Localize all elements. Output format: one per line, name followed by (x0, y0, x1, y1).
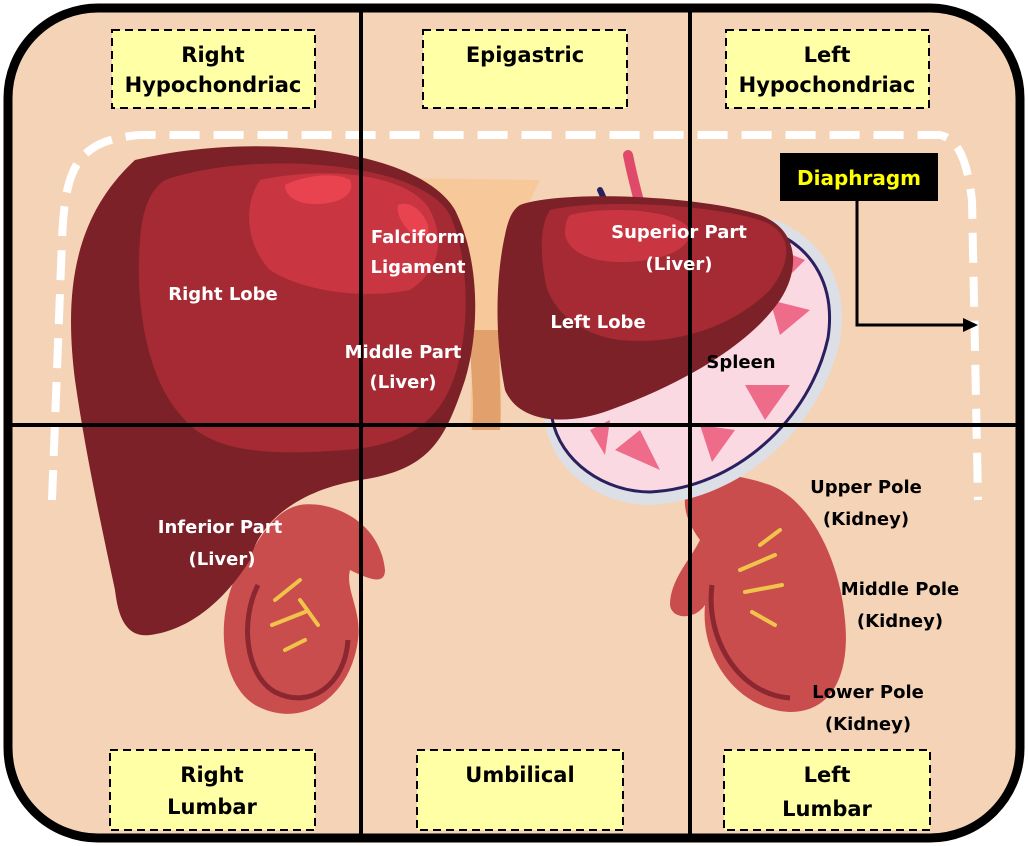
label-middle-pole-line-1: Middle Pole (841, 579, 959, 600)
region-text-line-1: Right (181, 43, 244, 67)
region-label-right-lumbar: Right Lumbar (110, 750, 315, 830)
region-text-line-2: Lumbar (167, 795, 257, 819)
label-inferior-part-line-2: (Liver) (189, 549, 256, 570)
label-superior-part-line-1: Superior Part (611, 222, 747, 243)
label-left-lobe: Left Lobe (550, 312, 645, 333)
region-text-line-1: Left (804, 763, 851, 787)
label-falciform-line-2: Ligament (370, 257, 465, 278)
region-text-line-1: Right (180, 763, 243, 787)
region-label-epigastric: Epigastric (423, 30, 627, 108)
region-text-line-2: Hypochondriac (739, 73, 916, 97)
label-middle-pole-line-2: (Kidney) (857, 611, 943, 632)
region-label-left-lumbar: Left Lumbar (724, 750, 930, 830)
region-label-left-hypochondriac: Left Hypochondriac (726, 30, 929, 108)
label-upper-pole-line-2: (Kidney) (823, 509, 909, 530)
label-superior-part-line-2: (Liver) (646, 254, 713, 275)
label-middle-part-line-2: (Liver) (370, 372, 437, 393)
label-falciform-line-1: Falciform (371, 227, 465, 248)
label-lower-pole-line-1: Lower Pole (812, 682, 924, 703)
region-text-line-1: Epigastric (466, 43, 584, 67)
region-label-right-hypochondriac: Right Hypochondriac (112, 30, 315, 108)
label-lower-pole-line-2: (Kidney) (825, 714, 911, 735)
region-text-line-2: Lumbar (782, 797, 872, 821)
region-text-line-2: Hypochondriac (125, 73, 302, 97)
diaphragm-text: Diaphragm (797, 166, 921, 190)
region-text-line-1: Left (804, 43, 851, 67)
region-text-line-1: Umbilical (465, 763, 574, 787)
label-right-lobe: Right Lobe (168, 284, 278, 305)
label-middle-part-line-1: Middle Part (345, 342, 462, 363)
label-spleen: Spleen (706, 352, 775, 373)
label-inferior-part-line-1: Inferior Part (158, 517, 283, 538)
region-label-umbilical: Umbilical (417, 750, 623, 830)
label-upper-pole-line-1: Upper Pole (810, 477, 922, 498)
